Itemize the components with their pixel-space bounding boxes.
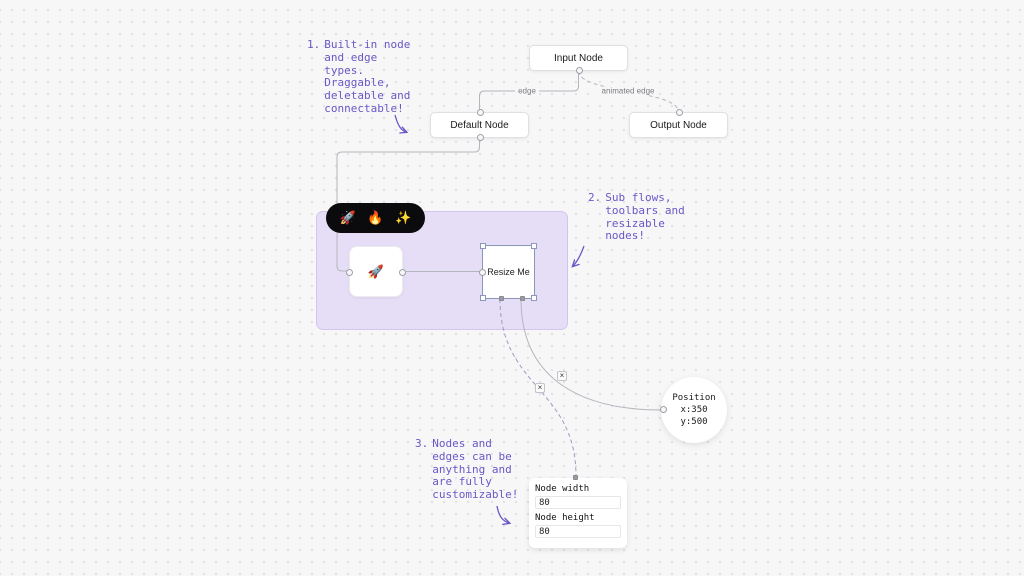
annotation-1-number: 1. <box>307 38 321 51</box>
emoji-node[interactable]: 🚀 <box>346 246 406 297</box>
resize-handle-bottom-right[interactable] <box>531 295 537 301</box>
annotation-1: 1. Built-in node and edge types. Draggab… <box>307 38 427 116</box>
resize-handle-top-right[interactable] <box>531 243 537 249</box>
target-handle[interactable] <box>479 269 486 276</box>
annotation-1-text: Built-in node and edge types. Draggable,… <box>324 38 411 115</box>
node-dimensions-card[interactable]: Node width Node height <box>529 475 627 548</box>
annotation-3: 3. Nodes and edges can be anything and a… <box>415 437 535 502</box>
close-icon: × <box>559 371 565 380</box>
target-handle[interactable] <box>660 406 667 413</box>
default-node[interactable]: Default Node <box>430 109 529 141</box>
output-node-label: Output Node <box>650 119 707 131</box>
node-height-label: Node height <box>535 513 595 523</box>
target-handle[interactable] <box>346 269 353 276</box>
annotation-arrow-1 <box>394 114 406 132</box>
target-handle[interactable] <box>573 475 578 480</box>
resize-handle-top-left[interactable] <box>480 243 486 249</box>
rocket-icon: 🚀 <box>367 263 385 279</box>
edge-label: edge <box>515 86 539 96</box>
close-icon: × <box>537 383 543 392</box>
source-handle[interactable] <box>499 296 504 301</box>
target-handle[interactable] <box>676 109 683 116</box>
output-node[interactable]: Output Node <box>629 109 728 138</box>
default-node-label: Default Node <box>450 119 509 131</box>
annotation-arrow-3 <box>496 505 509 523</box>
fire-icon[interactable]: 🔥 <box>367 210 384 225</box>
source-handle[interactable] <box>520 296 525 301</box>
animated-edge-label: animated edge <box>598 86 658 96</box>
position-node-text: Position x:350 y:500 <box>672 392 716 428</box>
annotation-3-text: Nodes and edges can be anything and are … <box>432 437 519 501</box>
annotation-2-text: Sub flows, toolbars and resizable nodes! <box>605 191 685 243</box>
source-handle[interactable] <box>576 67 583 74</box>
input-node-label: Input Node <box>554 52 603 64</box>
resize-node[interactable]: Resize Me <box>479 243 537 301</box>
annotation-arrow-2 <box>573 245 585 266</box>
node-width-input[interactable] <box>535 496 621 509</box>
annotation-3-number: 3. <box>415 437 429 450</box>
node-width-label: Node width <box>535 484 590 494</box>
annotation-2: 2. Sub flows, toolbars and resizable nod… <box>588 191 698 243</box>
sparkles-icon[interactable]: ✨ <box>395 210 412 225</box>
edge-delete-button[interactable]: × <box>535 383 545 393</box>
position-node[interactable]: Position x:350 y:500 <box>660 377 727 443</box>
annotation-2-number: 2. <box>588 191 602 204</box>
resize-handle-bottom-left[interactable] <box>480 295 486 301</box>
source-handle[interactable] <box>477 134 484 141</box>
edge-delete-button[interactable]: × <box>557 371 567 381</box>
node-toolbar[interactable]: 🚀 🔥 ✨ <box>326 203 425 233</box>
target-handle[interactable] <box>477 109 484 116</box>
rocket-icon[interactable]: 🚀 <box>339 210 356 225</box>
node-height-input[interactable] <box>535 525 621 538</box>
resize-node-label: Resize Me <box>487 267 530 277</box>
input-node[interactable]: Input Node <box>529 45 628 74</box>
source-handle[interactable] <box>399 269 406 276</box>
